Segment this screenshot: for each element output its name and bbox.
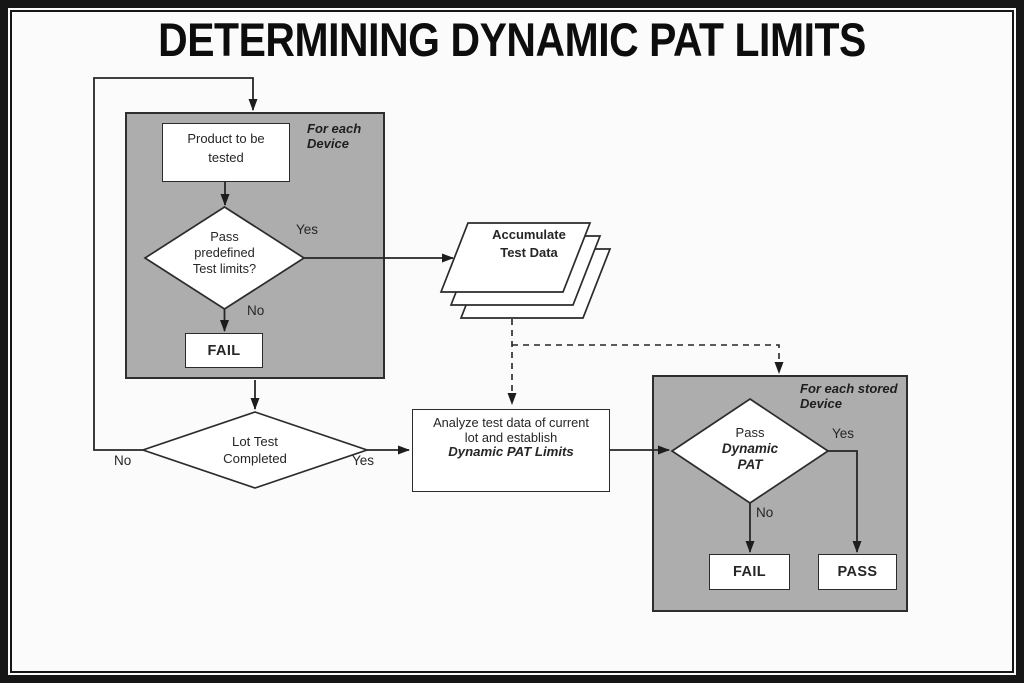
device-loop-label: For each Device	[307, 121, 362, 151]
page-title: DETERMINING DYNAMIC PAT LIMITS	[158, 13, 866, 66]
lot-test-diamond	[140, 411, 370, 489]
no-pat-label: No	[756, 505, 774, 520]
fail-stored-label: FAIL	[732, 564, 766, 580]
pass-stored-node: PASS	[818, 554, 897, 590]
accumulate-line1: Accumulate	[492, 227, 566, 242]
dynamic-pat-diamond	[670, 397, 830, 505]
stored-loop-label-line1: For each stored	[800, 381, 898, 396]
edge-pat-yes-to-pass	[828, 450, 862, 553]
analyze-line3: Dynamic PAT Limits	[448, 444, 574, 459]
product-node-line2: tested	[208, 149, 244, 165]
accumulate-data-stack	[439, 222, 612, 319]
pass-stored-label: PASS	[837, 564, 878, 580]
predefined-line1: Pass	[210, 229, 239, 244]
product-node: Product to be tested	[162, 123, 290, 182]
lot-test-line2: Completed	[223, 451, 287, 466]
device-loop-label-line1: For each	[307, 121, 362, 136]
pat-line3: PAT	[737, 457, 763, 472]
analyze-line2: lot and establish	[464, 429, 558, 445]
predefined-test-diamond	[143, 205, 306, 311]
predefined-line3: Test limits?	[192, 261, 257, 276]
yes-pat-label: Yes	[832, 426, 855, 441]
device-loop-label-line2: Device	[307, 135, 349, 151]
pat-line1: Pass	[735, 425, 765, 440]
analyze-line1: Analyze test data of current	[433, 415, 589, 430]
stored-loop-label-line2: Device	[800, 395, 842, 411]
product-node-line1: Product to be	[187, 130, 265, 146]
pat-line2: Dynamic	[721, 441, 779, 456]
fail-stored-node: FAIL	[709, 554, 790, 590]
lot-test-label: Lot Test Completed	[143, 433, 367, 467]
edge-feedback-loop	[93, 77, 258, 451]
no-lot-label: No	[114, 453, 132, 468]
dynamic-pat-label: Pass Dynamic PAT	[672, 425, 828, 473]
lot-test-line1: Lot Test	[232, 434, 278, 449]
yes-predefined-label: Yes	[296, 222, 319, 237]
yes-lot-label: Yes	[352, 453, 375, 468]
analyze-node: Analyze test data of current lot and est…	[412, 409, 610, 492]
stored-loop-label: For each stored Device	[800, 381, 898, 411]
stored-loop-region: For each stored Device	[652, 375, 908, 612]
fail-device-label: FAIL	[207, 342, 241, 359]
predefined-test-label: Pass predefined Test limits?	[145, 229, 304, 277]
accumulate-card-front	[439, 222, 592, 293]
fail-device-node: FAIL	[185, 333, 263, 368]
no-predefined-label: No	[247, 303, 265, 318]
predefined-line2: predefined	[194, 245, 255, 260]
accumulate-label: Accumulate Test Data	[470, 226, 588, 262]
accumulate-line2: Test Data	[500, 245, 558, 260]
edge-dashed-accumulate-to-stored-loop	[512, 344, 784, 374]
